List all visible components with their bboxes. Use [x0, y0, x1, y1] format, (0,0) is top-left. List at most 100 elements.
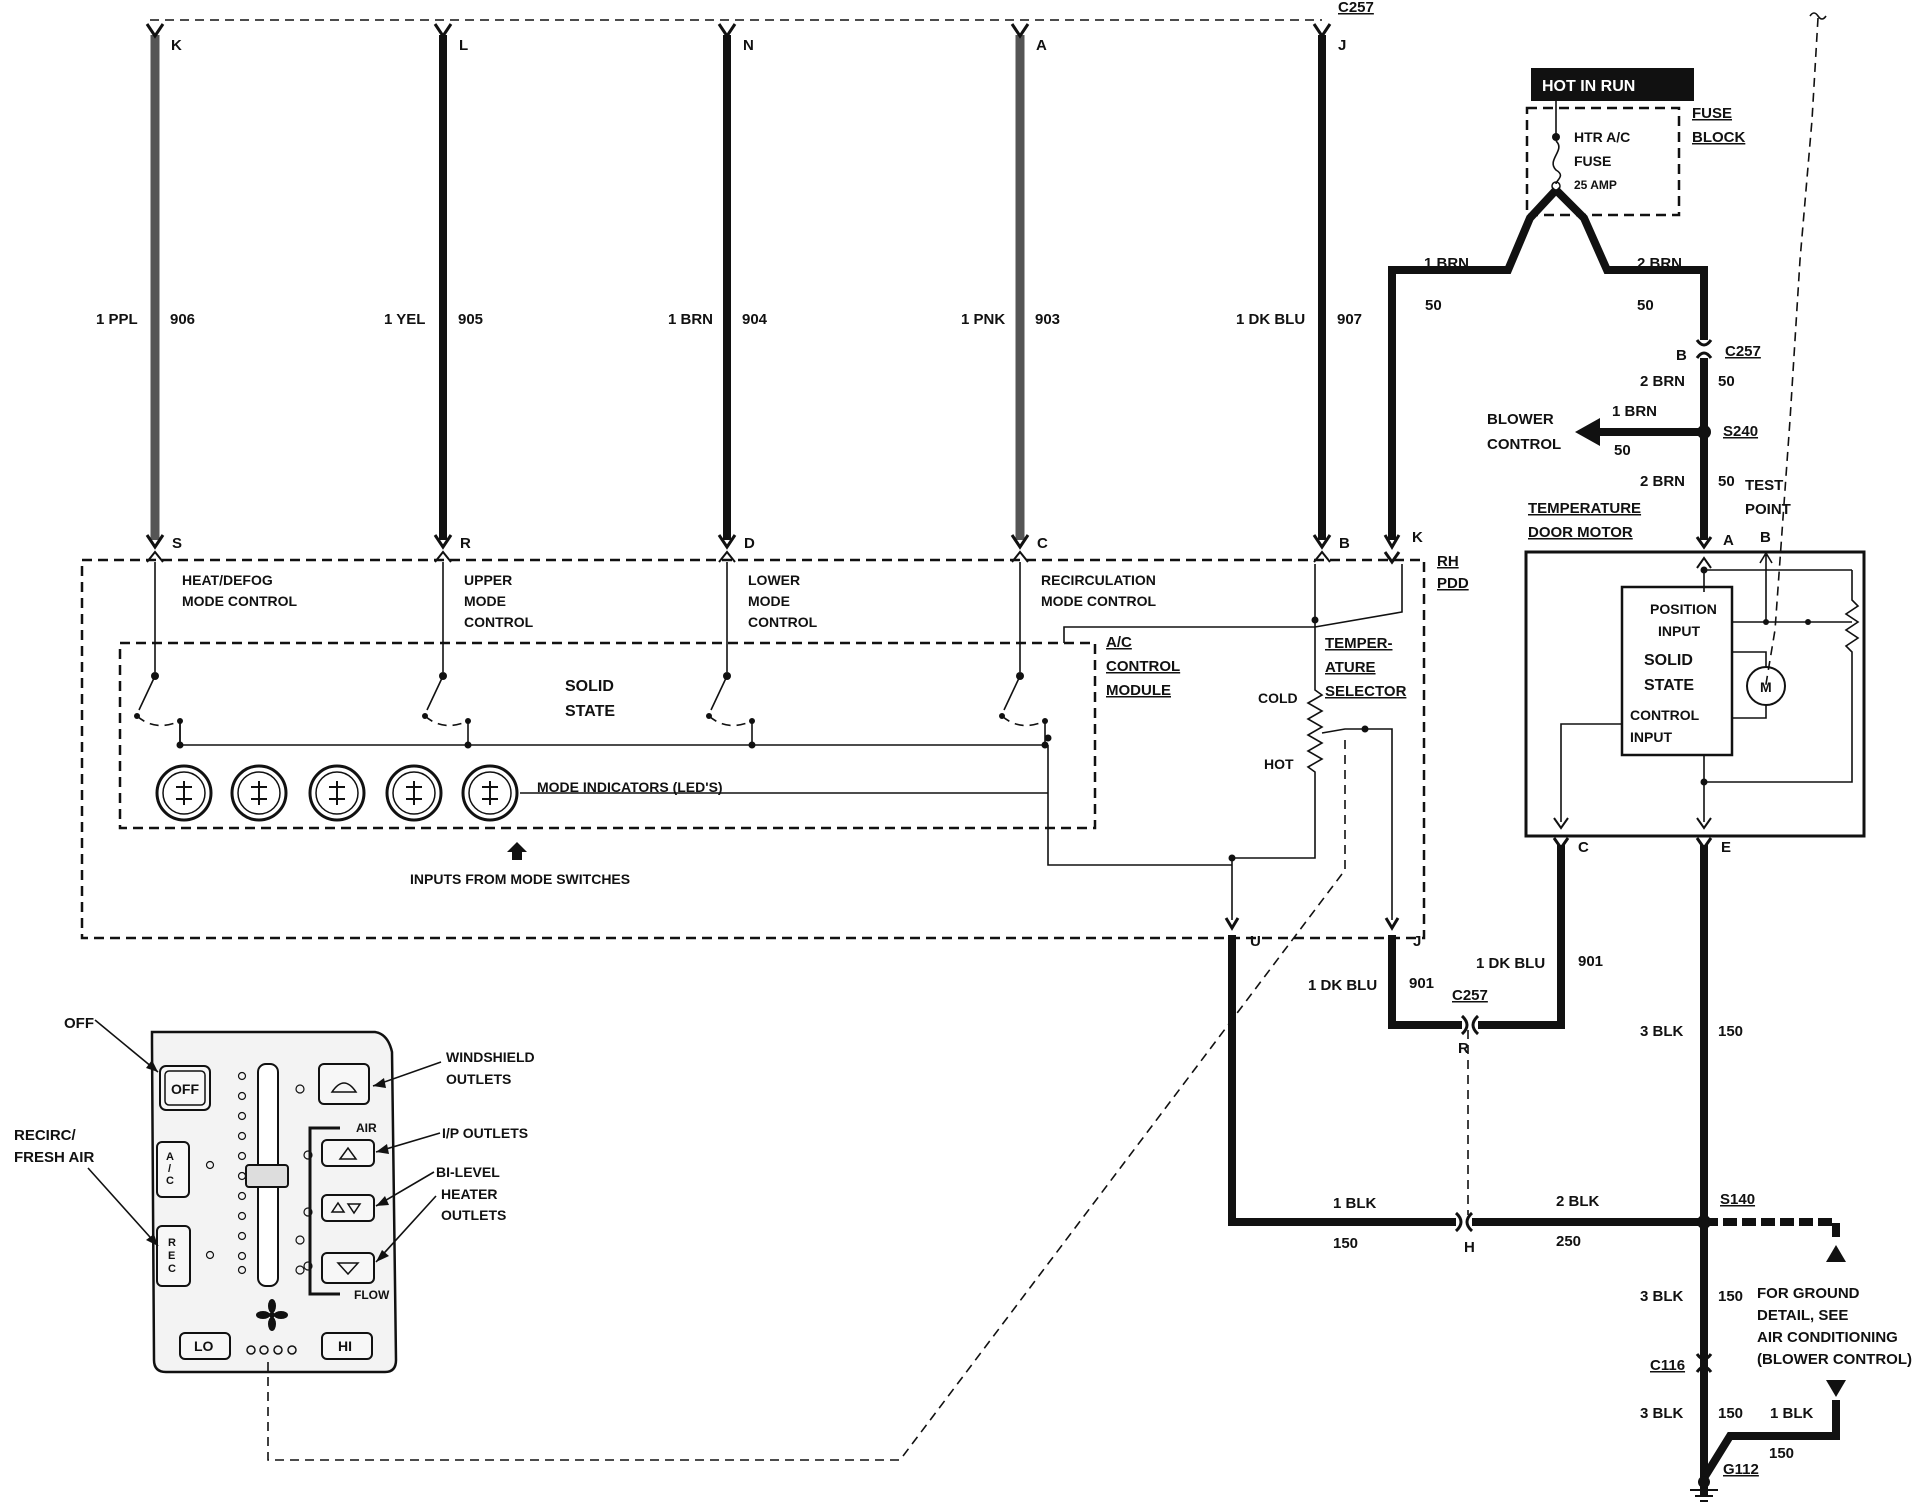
wire-color-label: 1 DK BLU [1236, 311, 1305, 328]
right-wire-circuit: 50 [1637, 297, 1654, 314]
air-label: AIR [356, 1121, 377, 1135]
test-b-arrow-icon [1759, 551, 1773, 570]
pin-c-inner-icon [1553, 817, 1569, 830]
pin-top-icon [433, 23, 453, 39]
s140-label: S140 [1720, 1191, 1755, 1208]
switch-blade [710, 675, 728, 711]
pin-bottom-label: B [1339, 535, 1350, 552]
k-to-selector-line [1314, 564, 1403, 628]
pin-bottom-inner-icon [718, 550, 736, 563]
recirc-callout-2: FRESH AIR [14, 1149, 94, 1166]
ac-button[interactable] [156, 1141, 190, 1198]
wire-color-label: 1 PPL [96, 311, 138, 328]
switch-link [1001, 715, 1046, 727]
module-solid-state-1: SOLID [565, 678, 614, 695]
g112-wire-circuit: 150 [1769, 1445, 1794, 1462]
led-icon [230, 764, 288, 822]
tilde-mark-icon [1809, 12, 1827, 20]
pin-top-label: N [743, 37, 754, 54]
branch-wire-color: 1 BRN [1612, 403, 1657, 420]
pin-top-icon [717, 23, 737, 39]
pin-e-label: E [1721, 839, 1731, 856]
switch-blade [426, 675, 444, 711]
blk-right-color: 2 BLK [1556, 1193, 1600, 1210]
wire-color-label: 1 YEL [384, 311, 425, 328]
pin-e-inner-icon [1696, 817, 1712, 830]
pin-a-inner-icon [1696, 556, 1712, 569]
pin-bottom-icon [717, 534, 737, 550]
windshield-callout-1: WINDSHIELD [446, 1049, 535, 1065]
pos-node-2 [1805, 619, 1811, 625]
wire-circuit-label: 907 [1337, 311, 1362, 328]
windshield-callout-arrow-icon [373, 1078, 386, 1088]
wire-color-label: 1 BRN [668, 311, 713, 328]
control-input-2: INPUT [1630, 729, 1672, 745]
fuse-label-1: HTR A/C [1574, 129, 1630, 145]
recirc-callout-arrow-icon [146, 1234, 158, 1246]
ground-note-4: (BLOWER CONTROL) [1757, 1351, 1912, 1368]
lo-button-label: LO [194, 1338, 214, 1354]
control-input-1: CONTROL [1630, 707, 1700, 723]
mode-switch [134, 672, 184, 749]
ground-detail-arrow-down-icon [1826, 1380, 1846, 1397]
temperature-slider-handle[interactable] [245, 1164, 289, 1188]
switch-link [424, 715, 469, 727]
rec-button[interactable] [156, 1225, 191, 1287]
test-point-pin: B [1760, 529, 1771, 546]
off-button-label: OFF [171, 1081, 199, 1097]
function-label: MODE CONTROL [182, 593, 298, 609]
cold-label: COLD [1258, 690, 1298, 706]
motor-return-line [1732, 705, 1767, 719]
ip-outlets-icon [338, 1146, 358, 1160]
c257-to-c-wire [1478, 845, 1565, 1029]
heater-outlets-button[interactable] [321, 1252, 375, 1284]
dkblu-left-circuit: 901 [1409, 975, 1434, 992]
windshield-button[interactable] [318, 1063, 370, 1105]
hi-button[interactable] [321, 1332, 373, 1360]
mode-indicator-leds [155, 764, 519, 822]
temp-selector-wiper [1321, 728, 1365, 734]
wire-above-circuit: 50 [1718, 373, 1735, 390]
heater-callout-arrow-icon [376, 1250, 389, 1262]
g112-node [1698, 1476, 1710, 1488]
position-input-1: POSITION [1650, 601, 1717, 617]
blower-label-1: BLOWER [1487, 411, 1554, 428]
heater-callout-2: OUTLETS [441, 1207, 506, 1223]
ac-btn-2: / [168, 1163, 171, 1175]
fuse-block-label-1: FUSE [1692, 105, 1732, 122]
function-label: RECIRCULATION [1041, 572, 1156, 588]
test-point-dashed-line [1764, 17, 1819, 691]
function-label: CONTROL [464, 614, 534, 630]
wiper-to-j-line [1365, 728, 1393, 920]
blk-left-circuit: 150 [1333, 1235, 1358, 1252]
g112-branch-wire [1700, 1400, 1840, 1481]
lo-button[interactable] [179, 1332, 231, 1360]
k-pin-lower-icon [1383, 551, 1401, 565]
led-icon [155, 764, 213, 822]
wire-circuit-label: 903 [1035, 311, 1060, 328]
test-point-label-1: TEST [1745, 477, 1783, 494]
wire-color-label: 1 PNK [961, 311, 1005, 328]
wire-circuit-label: 904 [742, 311, 768, 328]
motor-feed-line [1732, 651, 1767, 667]
rh-pdd-label-2: PDD [1437, 575, 1469, 592]
fuse-left-wire [1388, 187, 1559, 540]
j-to-c257-wire [1388, 935, 1462, 1029]
temp-motor-title-2: DOOR MOTOR [1528, 524, 1633, 541]
pin-bottom-label: S [172, 535, 182, 552]
off-callout-label: OFF [64, 1015, 94, 1032]
flow-label: FLOW [354, 1288, 390, 1302]
function-label: MODE [464, 593, 506, 609]
ground-note-1: FOR GROUND [1757, 1285, 1860, 1302]
mode-switch [999, 672, 1049, 749]
ip-outlets-button[interactable] [321, 1139, 375, 1167]
off-button[interactable] [159, 1065, 211, 1111]
airflow-bracket [308, 1126, 340, 1296]
bilevel-button[interactable] [321, 1194, 375, 1222]
dkblu-right-circuit: 901 [1578, 953, 1603, 970]
j-pin-icon [1384, 917, 1400, 931]
c257-mid-label: C257 [1452, 987, 1488, 1004]
blk-right-circuit: 250 [1556, 1233, 1581, 1250]
